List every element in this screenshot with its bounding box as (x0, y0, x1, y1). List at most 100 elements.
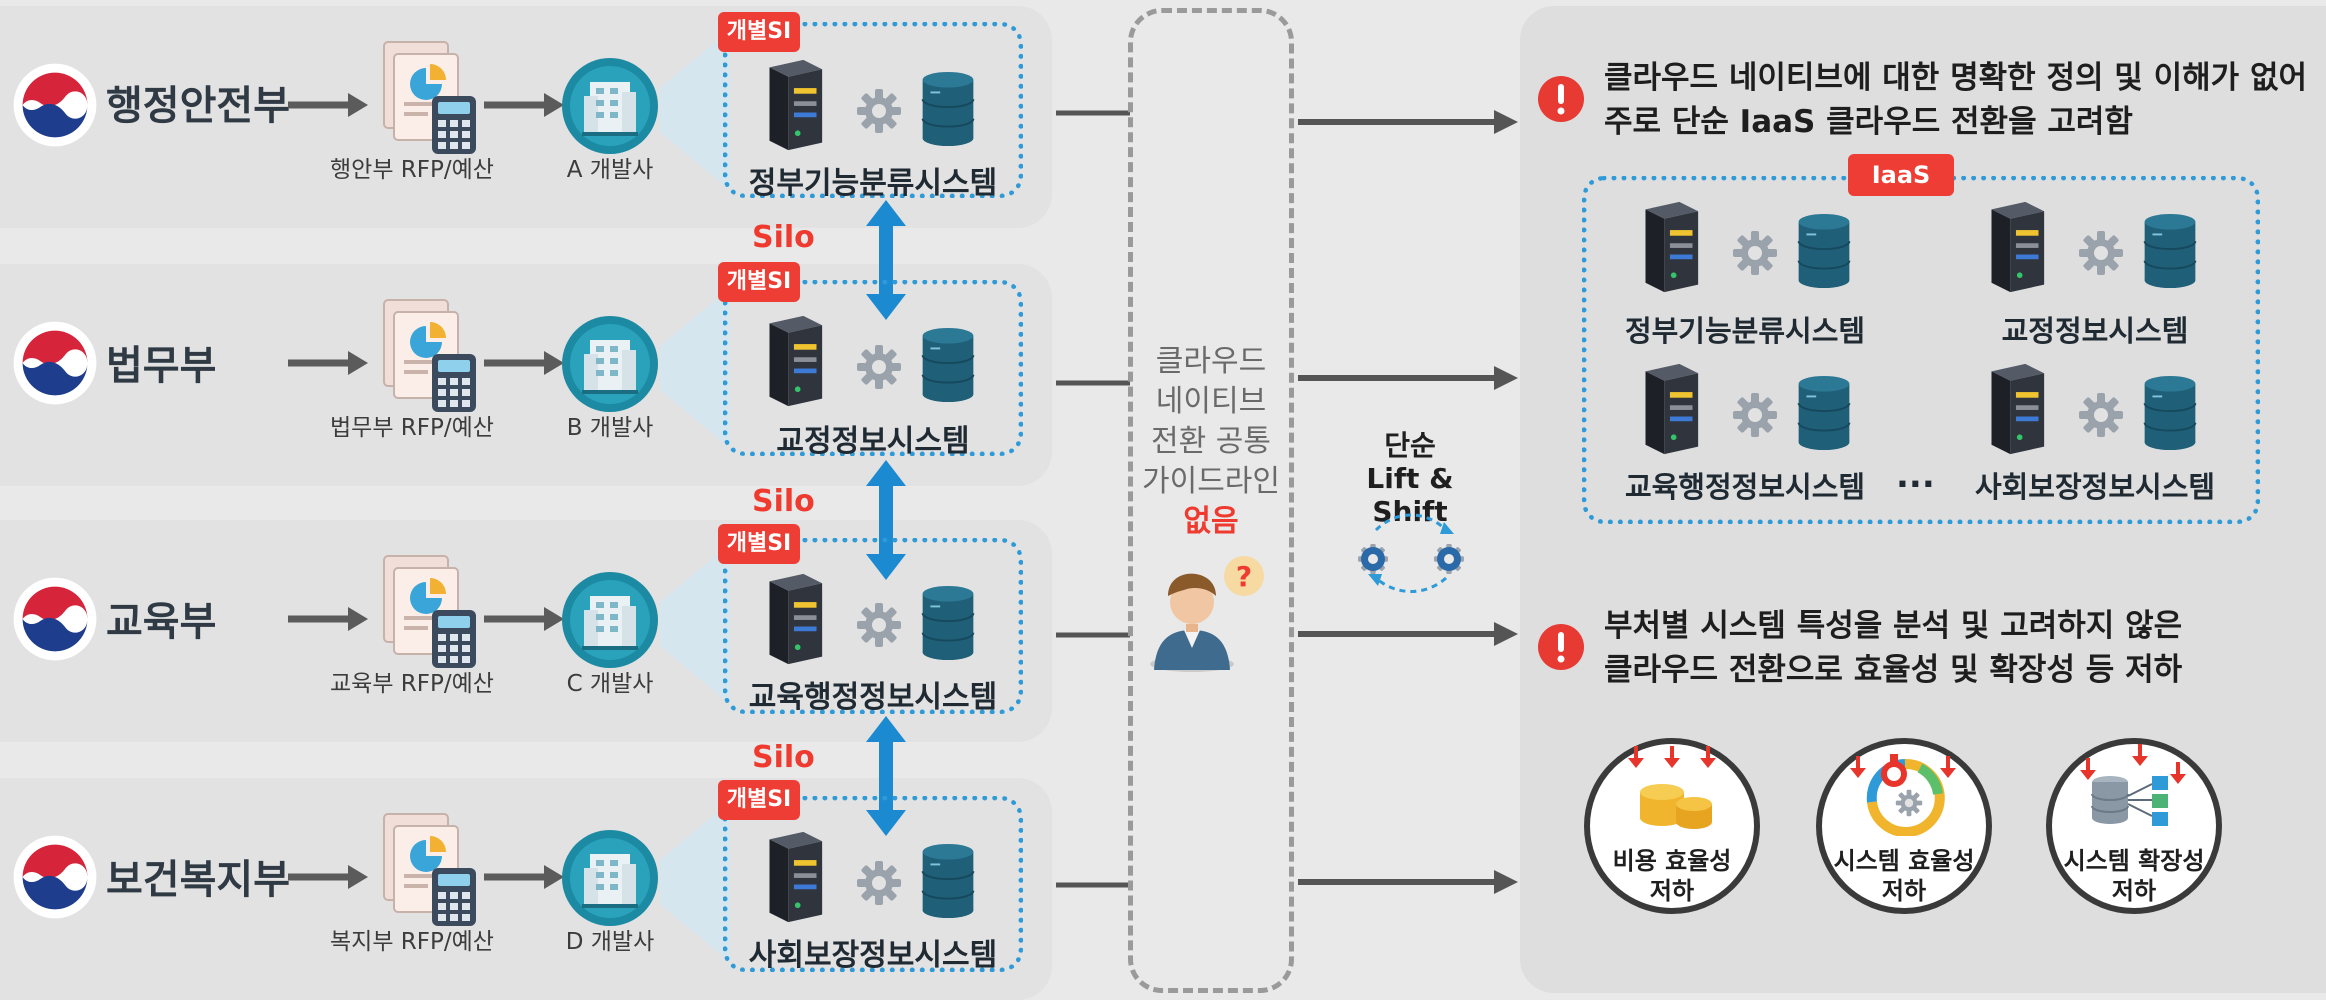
system-container (723, 538, 1023, 714)
database-icon (1794, 374, 1854, 452)
rfp-budget-icon (380, 552, 480, 672)
server-icon (760, 830, 826, 924)
rfp-caption: 복지부 RFP/예산 (330, 929, 494, 955)
si-tag: 개별SI (718, 524, 800, 564)
flow-arrow (288, 607, 368, 631)
server-icon (760, 58, 826, 152)
impact-label-line1: 비용 효율성 (1612, 847, 1732, 875)
government-emblem-icon (10, 574, 100, 664)
iaas-system-name: 정부기능분류시스템 (1624, 314, 1866, 348)
iaas-tag: IaaS (1848, 154, 1954, 196)
system-name: 정부기능분류시스템 (748, 166, 998, 201)
rfp-budget-icon (380, 810, 480, 930)
server-icon (1982, 200, 2048, 294)
flow-arrow (484, 351, 564, 375)
alert-icon (1536, 74, 1586, 124)
server-cluster (760, 314, 980, 414)
ministry-name: 행정안전부 (106, 83, 290, 129)
flow-arrow (288, 351, 368, 375)
database-icon (2140, 374, 2200, 452)
impact-label-line2: 저하 (2111, 877, 2157, 905)
iaas-system-name: 교육행정정보시스템 (1624, 470, 1866, 504)
gear-icon (1730, 390, 1780, 440)
impact-label-line2: 저하 (1649, 877, 1695, 905)
gear-icon (854, 342, 904, 392)
server-cluster (760, 58, 980, 158)
gear-icon (2076, 228, 2126, 278)
database-icon (918, 70, 978, 148)
ministry-name: 법무부 (106, 343, 217, 389)
database-icon (2140, 212, 2200, 290)
issue2-line1: 부처별 시스템 특성을 분석 및 고려하지 않은 (1604, 608, 2183, 644)
question-mark: ? (1236, 560, 1252, 593)
confused-person-icon: ? (1150, 556, 1264, 672)
gear-icon (854, 600, 904, 650)
server-icon (1982, 362, 2048, 456)
impact-cost-circle (1584, 738, 1760, 914)
beam-shape (660, 802, 730, 962)
guideline-emphasis: 없음 (1183, 504, 1239, 539)
guideline-line-3: 전환 공통 (1151, 424, 1271, 459)
database-network-icon (2080, 744, 2186, 826)
database-icon (1794, 212, 1854, 290)
issue2-line2: 클라우드 전환으로 효율성 및 확장성 등 저하 (1604, 652, 2183, 688)
vendor-caption: B 개발사 (566, 415, 654, 441)
issue1-line2: 주로 단순 IaaS 클라우드 전환을 고려함 (1604, 104, 2133, 140)
server-cluster (760, 830, 980, 930)
database-icon (918, 584, 978, 662)
server-icon (1636, 200, 1702, 294)
impact-label-line1: 시스템 확장성 (2063, 847, 2205, 875)
government-emblem-icon (10, 60, 100, 150)
rfp-caption: 행안부 RFP/예산 (330, 157, 494, 183)
guideline-container (1128, 8, 1294, 993)
rfp-caption: 법무부 RFP/예산 (330, 415, 494, 441)
silo-label: Silo (752, 484, 815, 519)
guideline-line-2: 네이티브 (1155, 384, 1267, 419)
government-emblem-icon (10, 318, 100, 408)
si-tag: 개별SI (718, 780, 800, 820)
silo-label: Silo (752, 740, 815, 775)
flow-arrow (288, 93, 368, 117)
alert-icon (1536, 622, 1586, 672)
flow-arrow (288, 865, 368, 889)
si-tag: 개별SI (718, 262, 800, 302)
rfp-budget-icon (380, 38, 480, 158)
lift-shift-cycle-icon (1358, 513, 1464, 593)
flow-arrow (1298, 622, 1518, 646)
impact-label-line2: 저하 (1881, 877, 1927, 905)
developer-building-icon (560, 828, 660, 928)
guideline-line-1: 클라우드 (1155, 344, 1267, 379)
server-icon (760, 314, 826, 408)
government-emblem-icon (10, 832, 100, 922)
flow-arrow (484, 607, 564, 631)
impact-scalability-circle (2046, 738, 2222, 914)
server-icon (1636, 362, 1702, 456)
connector-line (1056, 882, 1130, 888)
system-name: 교육행정정보시스템 (748, 680, 998, 715)
vendor-caption: A 개발사 (566, 157, 654, 183)
flow-arrow (1298, 870, 1518, 894)
server-cluster (760, 572, 980, 672)
lift-shift-label-1: 단순 (1384, 429, 1436, 462)
rfp-budget-icon (380, 296, 480, 416)
impact-label-line1: 시스템 효율성 (1833, 847, 1975, 875)
server-cluster (1982, 362, 2202, 462)
flow-arrow (1298, 366, 1518, 390)
iaas-system-name: 사회보장정보시스템 (1974, 470, 2216, 504)
guideline-line-4: 가이드라인 (1142, 464, 1280, 499)
connector-line (1056, 632, 1130, 638)
system-container (723, 22, 1023, 198)
gear-icon (2076, 390, 2126, 440)
database-icon (918, 842, 978, 920)
rfp-caption: 교육부 RFP/예산 (330, 671, 494, 697)
gear-icon (1730, 228, 1780, 278)
gear-icon (854, 86, 904, 136)
flow-arrow (484, 865, 564, 889)
iaas-system-name: 교정정보시스템 (2001, 314, 2189, 348)
developer-building-icon (560, 56, 660, 156)
issue1-line1: 클라우드 네이티브에 대한 명확한 정의 및 이해가 없어 (1604, 60, 2307, 96)
developer-building-icon (560, 314, 660, 414)
server-cluster (1636, 200, 1856, 300)
vendor-caption: C 개발사 (566, 671, 654, 697)
coins-icon (1628, 746, 1716, 829)
